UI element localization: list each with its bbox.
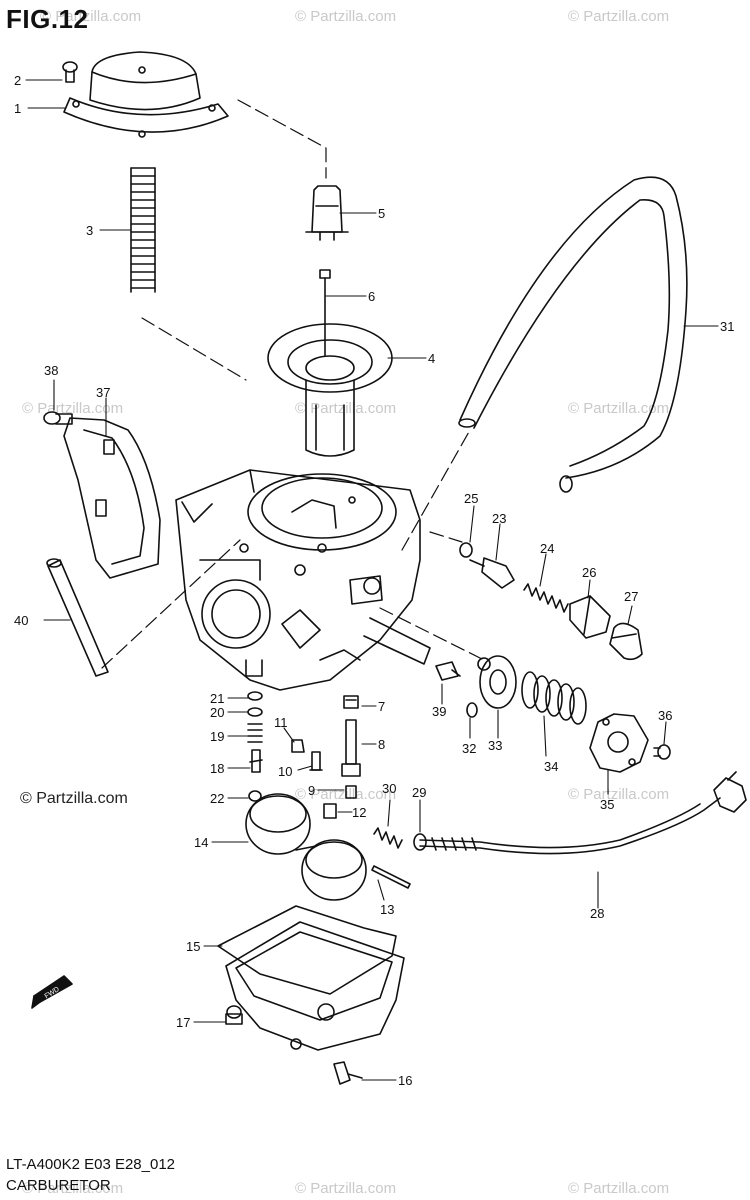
part-number-22: 22 xyxy=(210,791,224,806)
watermark: © Partzilla.com xyxy=(295,1180,397,1197)
figure-title: FIG.12 xyxy=(6,4,89,34)
part-number-40: 40 xyxy=(14,613,28,628)
part-number-16: 16 xyxy=(398,1073,412,1088)
part-number-2: 2 xyxy=(14,73,21,88)
o-ring-32-drawing xyxy=(466,702,478,718)
part-number-25: 25 xyxy=(464,491,478,506)
small-parts-stack-drawing xyxy=(247,691,263,802)
part-number-35: 35 xyxy=(600,797,614,812)
needle-jet-drawing xyxy=(341,719,361,777)
watermark: © Partzilla.com xyxy=(40,8,142,25)
float-bowl-drawing xyxy=(225,921,405,1051)
part-number-36: 36 xyxy=(658,708,672,723)
part-number-10: 10 xyxy=(278,764,292,779)
drain-tube-drawing xyxy=(46,558,109,677)
watermark: © Partzilla.com xyxy=(568,786,670,803)
part-number-7: 7 xyxy=(378,699,385,714)
carburetor-body-drawing xyxy=(175,469,431,691)
part-number-38: 38 xyxy=(44,363,58,378)
bracket-11-drawing xyxy=(291,739,305,753)
part-number-13: 13 xyxy=(380,902,394,917)
pump-cover-drawing xyxy=(589,713,649,773)
part-number-29: 29 xyxy=(412,785,426,800)
bracket-plate-drawing xyxy=(63,417,161,579)
part-number-34: 34 xyxy=(544,759,558,774)
jet-cap-drawing xyxy=(343,695,359,709)
bowl-screw-drawing xyxy=(225,1005,243,1025)
part-number-23: 23 xyxy=(492,511,506,526)
vent-tube-drawing xyxy=(458,176,688,493)
part-number-4: 4 xyxy=(428,351,435,366)
piston-valve-drawing xyxy=(267,323,393,457)
jet-needle-drawing xyxy=(319,269,331,357)
part-number-30: 30 xyxy=(382,781,396,796)
part-number-3: 3 xyxy=(86,223,93,238)
part-number-20: 20 xyxy=(210,705,224,720)
watermark: © Partzilla.com xyxy=(295,8,397,25)
part-number-1: 1 xyxy=(14,101,21,116)
diaphragm-disc-drawing xyxy=(477,655,517,709)
float-drawing xyxy=(245,793,367,901)
watermark: © Partzilla.com xyxy=(22,1180,124,1197)
part-number-5: 5 xyxy=(378,206,385,221)
small-jet-drawing xyxy=(435,661,461,681)
bracket-bolt-drawing xyxy=(43,411,73,425)
washer-29-drawing xyxy=(413,833,427,851)
spring-drawing xyxy=(130,167,156,293)
part-number-8: 8 xyxy=(378,737,385,752)
part-number-27: 27 xyxy=(624,589,638,604)
o-ring-25-drawing xyxy=(459,542,473,558)
part-number-9: 9 xyxy=(308,783,315,798)
watermark: © Partzilla.com xyxy=(568,8,670,25)
part-number-11: 11 xyxy=(274,715,288,730)
gasket-drawing xyxy=(217,905,397,995)
part-number-33: 33 xyxy=(488,738,502,753)
part-number-39: 39 xyxy=(432,704,446,719)
part-number-24: 24 xyxy=(540,541,554,556)
copyright-notice: © Partzilla.com xyxy=(20,790,128,807)
part-number-15: 15 xyxy=(186,939,200,954)
part-number-17: 17 xyxy=(176,1015,190,1030)
part-number-12: 12 xyxy=(352,805,366,820)
cover-screw-drawing xyxy=(653,744,671,760)
part-number-19: 19 xyxy=(210,729,224,744)
part-number-18: 18 xyxy=(210,761,224,776)
fwd-arrow-drawing xyxy=(31,975,73,1009)
valve-12-drawing xyxy=(323,803,337,819)
part-number-32: 32 xyxy=(462,741,476,756)
cap-27-drawing xyxy=(609,622,643,661)
spring-30-drawing xyxy=(373,827,403,849)
top-cap-drawing xyxy=(63,51,229,138)
needle-holder-drawing xyxy=(305,185,349,241)
watermark: © Partzilla.com xyxy=(568,400,670,417)
part-number-31: 31 xyxy=(720,319,734,334)
float-pin-drawing xyxy=(371,865,411,889)
cap-screw-drawing xyxy=(62,61,78,83)
throttle-cable-drawing xyxy=(419,771,747,855)
main-jet-drawing xyxy=(345,785,357,799)
part-number-26: 26 xyxy=(582,565,596,580)
drain-screw-drawing xyxy=(333,1061,363,1085)
diagram-subtitle: CARBURETOR xyxy=(6,1177,111,1194)
part-number-28: 28 xyxy=(590,906,604,921)
diagram-code: LT-A400K2 E03 E28_012 xyxy=(6,1156,176,1173)
pilot-screw-drawing xyxy=(469,557,515,589)
watermark: © Partzilla.com xyxy=(295,400,397,417)
small-spring-drawing xyxy=(523,583,569,613)
fitting-26-drawing xyxy=(569,595,611,639)
part-number-6: 6 xyxy=(368,289,375,304)
accelerator-spring-drawing xyxy=(521,671,587,725)
watermark: © Partzilla.com xyxy=(568,1180,670,1197)
part-number-14: 14 xyxy=(194,835,208,850)
part-number-37: 37 xyxy=(96,385,110,400)
pilot-jet-drawing xyxy=(309,751,323,771)
part-number-21: 21 xyxy=(210,691,224,706)
